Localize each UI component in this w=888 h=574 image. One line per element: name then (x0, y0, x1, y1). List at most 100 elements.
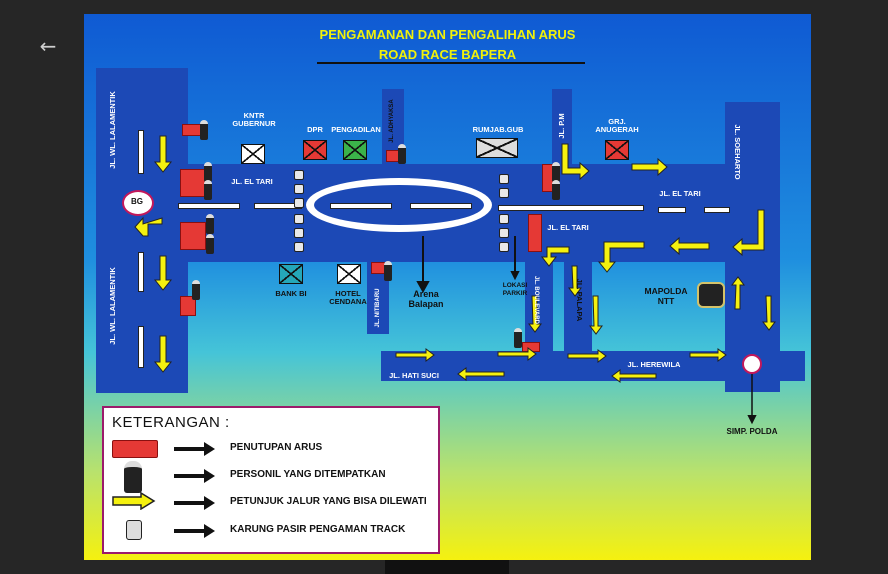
parking-pointer-head (510, 271, 520, 281)
title-underline (317, 62, 585, 64)
sandbag (294, 184, 304, 194)
lane-dash (178, 203, 240, 209)
route-arrow (631, 157, 668, 177)
label-jl-palapa: JL. PALAPA (575, 278, 584, 322)
label-jl-soeharto: JL. SOEHARTO (733, 124, 742, 180)
label-hotel-cendana: HOTEL CENDANA (329, 289, 367, 306)
label-dpr: DPR (307, 125, 323, 134)
sandbag (499, 174, 509, 184)
building-kntr-gubernur (241, 144, 265, 164)
label-jl-pm: JL. P.M (557, 113, 566, 139)
label-jl-herewila: JL. HEREWILA (627, 360, 681, 369)
sandbag (294, 228, 304, 238)
lane-dash (138, 252, 144, 292)
label-jl-el-tari-right: JL. EL TARI (659, 189, 701, 198)
road-nitibaru (367, 254, 389, 334)
bg-marker (122, 190, 154, 216)
road-block (528, 214, 542, 252)
label-mapolda-ntt: MAPOLDA NTT (644, 286, 688, 306)
police-officer (200, 120, 208, 140)
route-arrow (597, 241, 645, 273)
route-arrow (589, 295, 603, 335)
route-arrow (134, 216, 163, 237)
road-boulevard (525, 254, 553, 354)
legend-text: KARUNG PASIR PENGAMAN TRACK (230, 524, 406, 535)
label-rumjab-gub: RUMJAB.GUB (472, 125, 524, 134)
sandbag (294, 170, 304, 180)
bg-label: BG (131, 197, 143, 206)
back-arrow-icon[interactable]: ← (39, 34, 57, 58)
building-pengadilan (343, 140, 367, 160)
lane-dash (138, 130, 144, 174)
legend-title: KETERANGAN : (112, 414, 230, 431)
lane-dash (658, 207, 686, 213)
traffic-map: PENGAMANAN DAN PENGALIHAN ARUS ROAD RACE… (84, 14, 811, 560)
label-kntr-gubernur: KNTR GUBERNUR (232, 111, 276, 128)
legend-row: PERSONIL YANG DITEMPATKAN (112, 461, 432, 493)
arena-pointer-head (416, 281, 430, 294)
label-jl-el-tari-mid: JL. EL TARI (547, 223, 589, 232)
polda-pointer-head (747, 415, 757, 425)
route-arrow (395, 348, 435, 362)
route-arrow (732, 209, 765, 257)
sandbag (499, 228, 509, 238)
legend-text: PERSONIL YANG DITEMPATKAN (230, 469, 386, 480)
arrow-right-icon (174, 442, 215, 456)
legend-text: PENUTUPAN ARUS (230, 442, 323, 453)
sandbag (499, 188, 509, 198)
building-dpr (303, 140, 327, 160)
viewer-bottom-bar (385, 560, 509, 574)
route-arrow (568, 265, 582, 297)
building-rumjab-gub (476, 138, 518, 158)
legend-row: PETUNJUK JALUR YANG BISA DILEWATI (112, 492, 432, 514)
building-hotel-cendana (337, 264, 361, 284)
label-jl-wl-lalamentik-bottom: JL. WL. LALAMENTIK (108, 267, 117, 345)
route-arrow (457, 367, 505, 381)
track-dash (410, 203, 472, 209)
label-pengadilan: PENGADILAN (331, 125, 381, 134)
police-officer (552, 180, 560, 200)
label-grj-anugerah: GRJ. ANUGERAH (595, 117, 639, 134)
road-block (180, 222, 206, 250)
route-arrow (540, 246, 570, 267)
police-officer (206, 234, 214, 254)
police-officer (206, 214, 214, 234)
sandbag (294, 242, 304, 252)
label-jl-hati-suci: JL. HATI SUCI (389, 371, 439, 380)
route-arrow (153, 335, 173, 373)
route-arrows (134, 135, 776, 425)
map-title: PENGAMANAN DAN PENGALIHAN ARUS (319, 27, 576, 42)
route-arrow (669, 236, 710, 256)
route-arrow (561, 143, 590, 181)
police-officer (514, 328, 522, 348)
police-officer (398, 144, 406, 164)
police-badge-icon (697, 282, 725, 308)
label-simp-polda: SIMP. POLDA (726, 427, 778, 436)
label-jl-boulevard: JL. BOULEVARD (533, 276, 539, 324)
label-jl-adhyaksa: JL. ADHYAKSA (389, 99, 395, 143)
sandbag (499, 214, 509, 224)
legend-box: KETERANGAN : PENUTUPAN ARUS PERSONIL YAN… (102, 406, 440, 554)
lane-dash (138, 326, 144, 368)
building-bank-bi (279, 264, 303, 284)
simp-polda-marker (742, 354, 762, 374)
lane-dash (498, 205, 644, 211)
sandbag (294, 198, 304, 208)
arrow-right-icon (174, 469, 215, 483)
route-arrow (497, 347, 537, 361)
lane-dash (704, 207, 730, 213)
track-dash (330, 203, 392, 209)
sandbag (294, 214, 304, 224)
police-officer (192, 280, 200, 300)
police-officer-icon (124, 461, 142, 493)
legend-text: PETUNJUK JALUR YANG BISA DILEWATI (230, 496, 427, 507)
route-arrow (567, 349, 607, 363)
building-grj-anugerah (605, 140, 629, 160)
route-arrow (611, 369, 657, 383)
sandbag (499, 242, 509, 252)
arrow-right-icon (174, 496, 215, 510)
police-officer (204, 180, 212, 200)
label-bank-bi: BANK BI (275, 289, 307, 298)
police-officer (204, 162, 212, 182)
map-subtitle: ROAD RACE BAPERA (378, 47, 517, 62)
